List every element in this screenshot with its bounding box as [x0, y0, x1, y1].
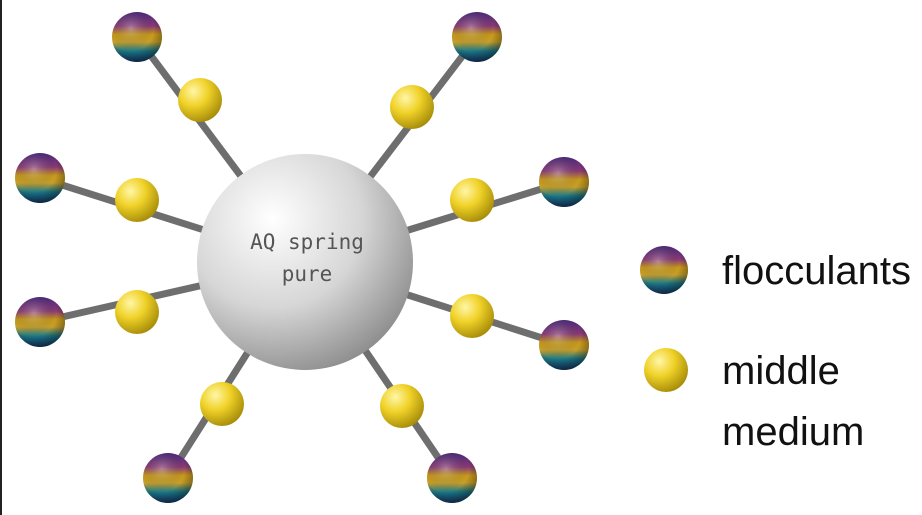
attached-particles [15, 12, 589, 503]
flocculant-ball-8 [427, 453, 477, 503]
flocculant-ball-3-shade [15, 153, 65, 203]
flocculant-ball-4-shade [539, 157, 589, 207]
medium-ball-2 [390, 85, 434, 129]
legend-medium-icon [644, 348, 688, 392]
flocculant-ball-1-shade [112, 12, 162, 62]
flocculant-ball-5-shade [15, 297, 65, 347]
flocculant-ball-1 [112, 12, 162, 62]
connector-arms [36, 33, 568, 482]
legend: flocculants middle medium [640, 246, 911, 454]
flocculant-ball-6-shade [539, 320, 589, 370]
flocculant-ball-2-shade [452, 12, 502, 62]
medium-ball-1 [178, 78, 222, 122]
flocculant-ball-6 [539, 320, 589, 370]
core-particle: AQ spring pure [197, 154, 413, 370]
legend-medium-ball [644, 348, 688, 392]
legend-medium-label-line1: middle [722, 349, 840, 393]
legend-flocculants-label: flocculants [722, 249, 911, 293]
flocculant-ball-2 [452, 12, 502, 62]
medium-ball-8 [380, 384, 424, 428]
medium-ball-3 [115, 178, 159, 222]
flocculant-ball-5 [15, 297, 65, 347]
legend-flocculant-ball [640, 246, 688, 294]
medium-ball-7 [200, 382, 244, 426]
legend-medium-label-line2: medium [722, 410, 864, 454]
core-label-line2: pure [282, 262, 333, 286]
medium-ball-4 [450, 178, 494, 222]
medium-ball-5 [115, 290, 159, 334]
legend-flocculant-icon [640, 246, 688, 294]
flocculant-ball-7 [143, 453, 193, 503]
flocculant-ball-3 [15, 153, 65, 203]
flocculant-ball-8-shade [427, 453, 477, 503]
legend-flocculant-ball-shade [640, 246, 688, 294]
medium-ball-6 [450, 294, 494, 338]
core-label-line1: AQ spring [250, 230, 364, 254]
flocculant-ball-7-shade [143, 453, 193, 503]
core-sphere [197, 154, 413, 370]
flocculant-ball-4 [539, 157, 589, 207]
